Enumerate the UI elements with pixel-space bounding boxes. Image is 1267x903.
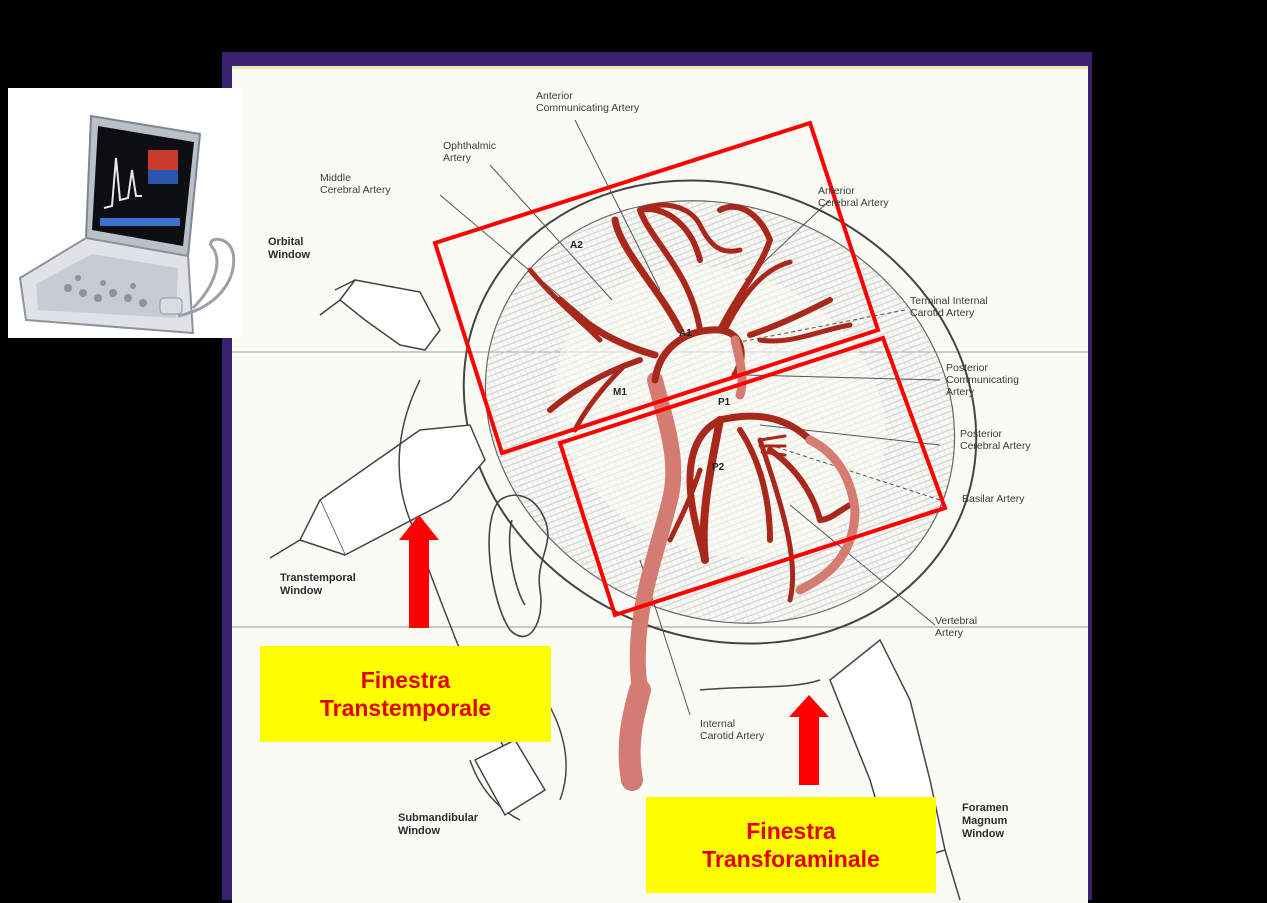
label-internal-carotid-artery: Internal Carotid Artery [700,718,764,742]
label-submandibular-window: Submandibular Window [398,812,478,838]
label-ophthalmic-artery: Ophthalmic Artery [443,140,496,164]
label-orbital-window: Orbital Window [268,236,310,262]
callout-transtemporale-line2: Transtemporale [260,694,551,722]
transforaminal-arrow [789,695,829,785]
label-terminal-internal-carotid-artery: Terminal Internal Carotid Artery [910,295,988,319]
label-transtemporal-window: Transtemporal Window [280,572,356,598]
label-posterior-cerebral-artery: Posterior Cerebral Artery [960,428,1031,452]
label-anterior-communicating-artery: Anterior Communicating Artery [536,90,639,114]
transtemporal-probe [270,425,485,558]
segment-label-p2: P2 [712,462,724,473]
callout-finestra-transforaminale: Finestra Transforaminale [646,797,936,893]
submandibular-probe [475,740,545,815]
segment-label-a1: A1 [679,328,692,339]
callout-transforaminale-line1: Finestra [646,817,936,845]
segment-label-a2: A2 [570,240,583,251]
transtemporal-arrow [399,515,439,628]
segment-label-m1: M1 [613,387,627,398]
label-posterior-communicating-artery: Posterior Communicating Artery [946,362,1019,398]
label-anterior-cerebral-artery: Anterior Cerebral Artery [818,185,889,209]
callout-transforaminale-line2: Transforaminale [646,845,936,873]
ultrasound-device-photo [8,88,242,338]
label-basilar-artery: Basilar Artery [962,493,1024,505]
orbital-probe [320,280,440,350]
callout-transtemporale-line1: Finestra [260,666,551,694]
segment-label-p1: P1 [718,397,730,408]
callout-finestra-transtemporale: Finestra Transtemporale [260,646,551,742]
label-foramen-magnum-window: Foramen Magnum Window [962,802,1008,841]
laptop-ultrasound-illustration [8,88,242,338]
label-middle-cerebral-artery: Middle Cerebral Artery [320,172,391,196]
label-vertebral-artery: Vertebral Artery [935,615,977,639]
